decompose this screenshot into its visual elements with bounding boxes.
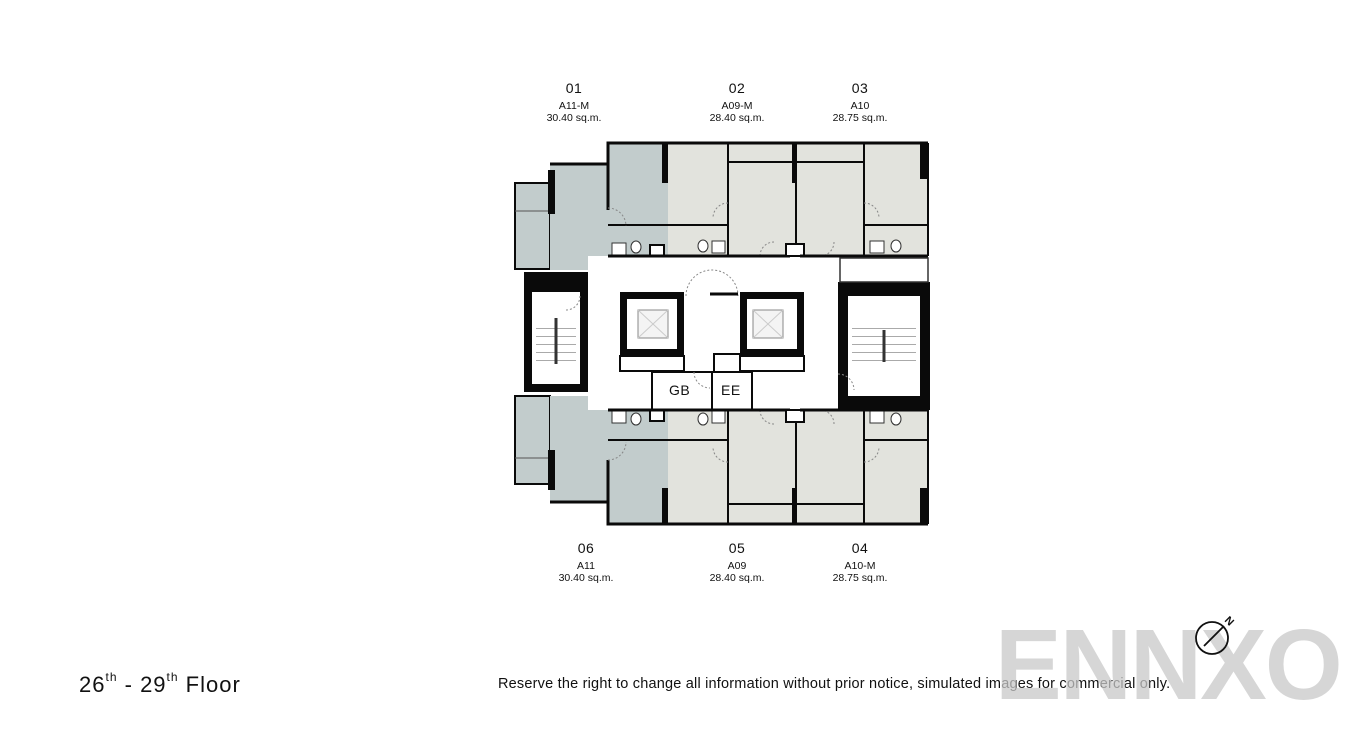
unit-type: A10-M: [844, 560, 876, 572]
unit-label-03: 03 A10 28.75 sq.m.: [800, 80, 920, 124]
unit-02: [668, 141, 800, 258]
unit-06: [514, 395, 670, 526]
unit-label-01: 01 A11-M 30.40 sq.m.: [514, 80, 634, 124]
north-arrow-icon: N: [1195, 614, 1236, 655]
floor-end-suffix: th: [166, 669, 179, 684]
unit-01: [514, 141, 670, 270]
unit-number: 06: [577, 540, 595, 556]
unit-type: A11: [577, 560, 595, 572]
unit-number: 03: [851, 80, 869, 96]
room-label-ee: EE: [721, 382, 741, 398]
floor-start-number: 26: [79, 672, 106, 697]
unit-area: 28.40 sq.m.: [709, 572, 765, 584]
floor-start-suffix: th: [105, 669, 118, 684]
unit-type: A09: [727, 560, 747, 572]
disclaimer-text: Reserve the right to change all informat…: [498, 676, 1171, 692]
unit-label-02: 02 A09-M 28.40 sq.m.: [677, 80, 797, 124]
unit-number: 04: [851, 540, 869, 556]
unit-label-04: 04 A10-M 28.75 sq.m.: [800, 540, 920, 584]
room-label-gb: GB: [669, 382, 691, 398]
unit-05: [668, 408, 800, 526]
unit-label-06: 06 A11 30.40 sq.m.: [526, 540, 646, 584]
unit-type: A09-M: [721, 100, 753, 112]
unit-number: 05: [728, 540, 746, 556]
unit-area: 30.40 sq.m.: [558, 572, 614, 584]
unit-area: 30.40 sq.m.: [546, 112, 602, 124]
unit-number: 02: [728, 80, 746, 96]
unit-04: [785, 408, 929, 526]
watermark-logo: ENNXO: [995, 609, 1343, 721]
unit-area: 28.75 sq.m.: [832, 572, 888, 584]
unit-number: 01: [565, 80, 583, 96]
unit-type: A11-M: [558, 100, 590, 112]
unit-area: 28.75 sq.m.: [832, 112, 888, 124]
unit-type: A10: [850, 100, 870, 112]
floor-title: 26th - 29th Floor: [79, 669, 241, 698]
floor-end-number: 29: [140, 672, 167, 697]
floor-suffix: Floor: [178, 672, 241, 697]
unit-area: 28.40 sq.m.: [709, 112, 765, 124]
unit-03: [785, 141, 929, 258]
floor-separator: -: [117, 672, 141, 697]
unit-label-05: 05 A09 28.40 sq.m.: [677, 540, 797, 584]
building-core: [524, 257, 930, 411]
